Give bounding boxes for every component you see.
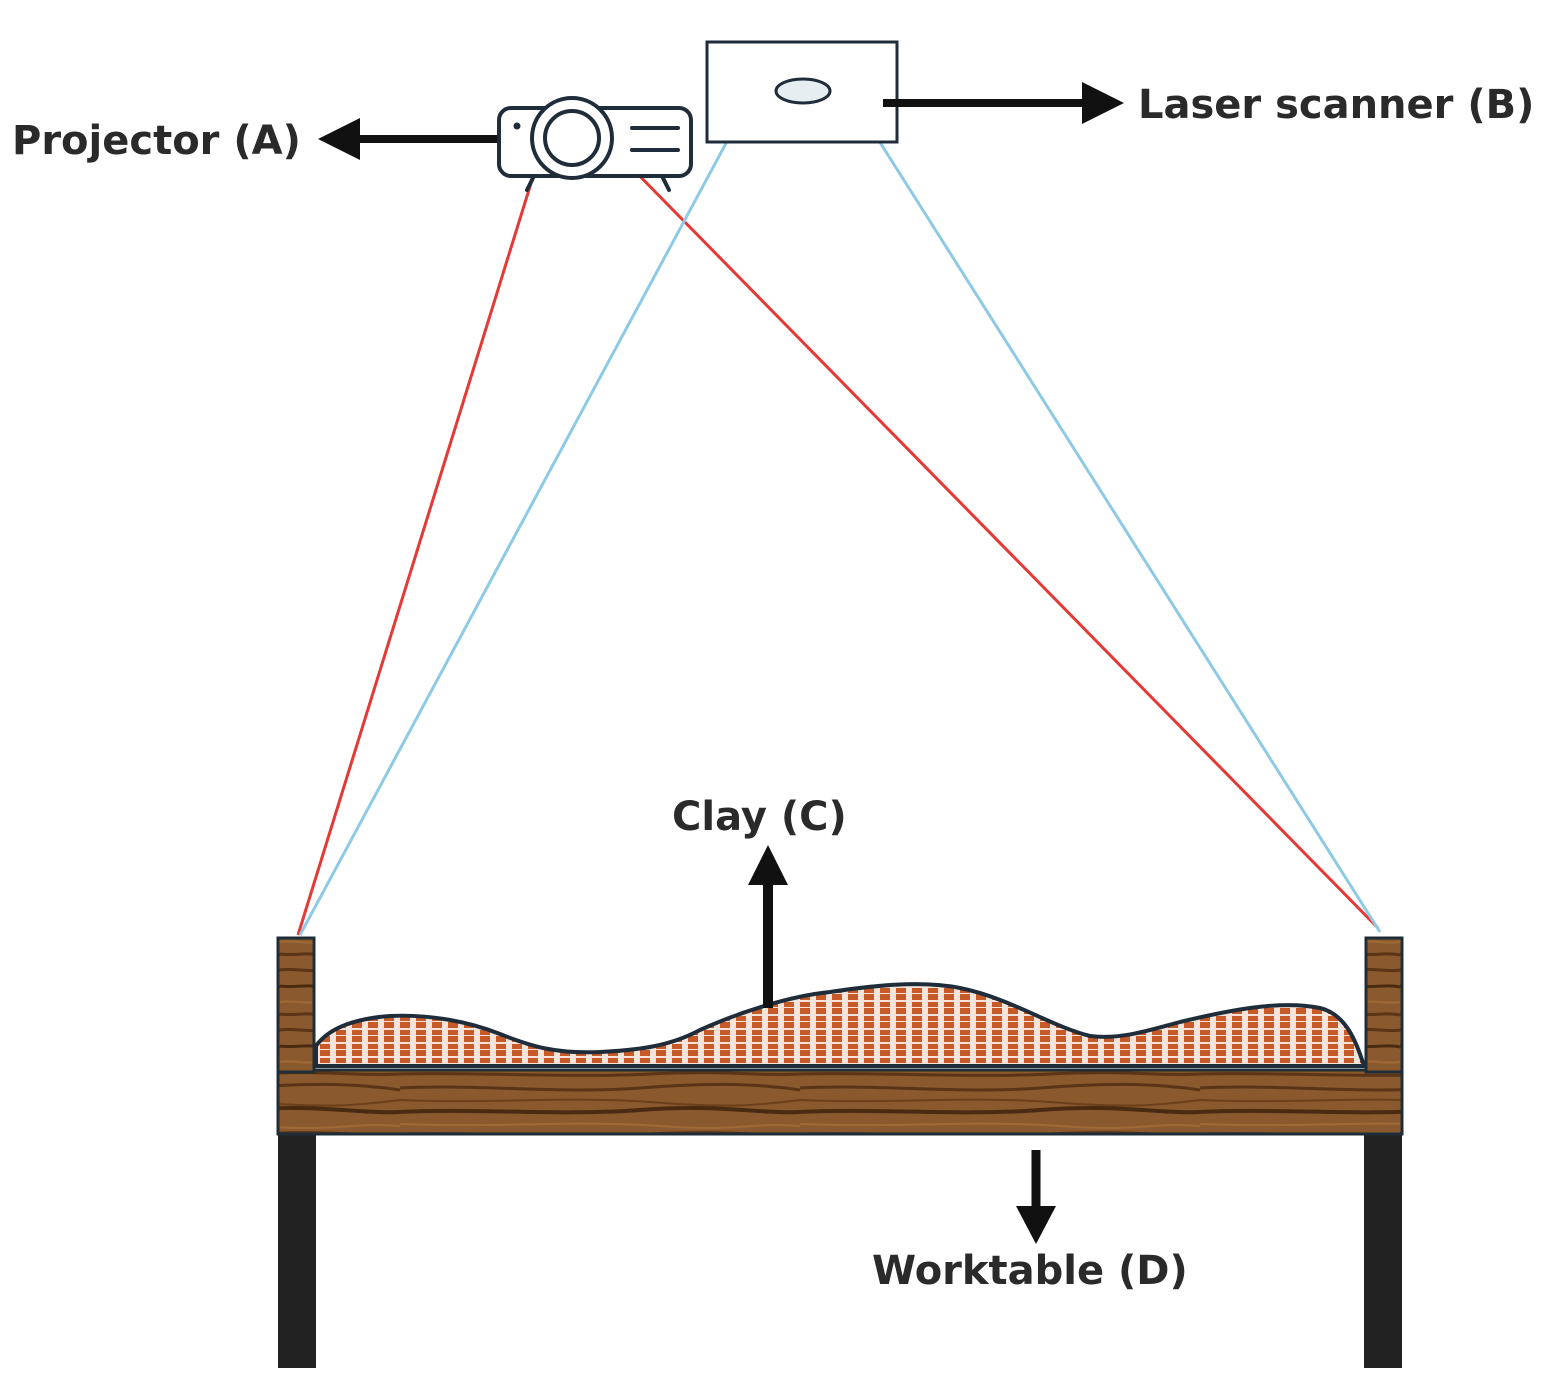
scanner-ray-right bbox=[848, 94, 1382, 933]
clay-arrow bbox=[748, 845, 788, 1008]
projector-label: Projector (A) bbox=[12, 118, 301, 164]
worktable-leg-left bbox=[278, 1132, 316, 1368]
clay-surface bbox=[314, 982, 1366, 1068]
clay-label: Clay (C) bbox=[672, 794, 847, 840]
tray-wall-right bbox=[1364, 936, 1404, 1074]
projector-ray-right bbox=[620, 156, 1380, 930]
laser-scanner-label: Laser scanner (B) bbox=[1138, 82, 1534, 128]
projector-arrow bbox=[318, 118, 497, 160]
scanner-arrow bbox=[883, 82, 1124, 124]
worktable-top bbox=[276, 1068, 1404, 1136]
scanner-ray-left bbox=[298, 94, 754, 936]
projector-icon bbox=[497, 96, 693, 192]
tray-wall-left bbox=[276, 936, 316, 1074]
worktable-leg-right bbox=[1364, 1132, 1402, 1368]
projector-ray-left bbox=[296, 179, 534, 936]
laser-scanner-icon bbox=[705, 40, 899, 144]
worktable-arrow bbox=[1016, 1150, 1056, 1244]
worktable-label: Worktable (D) bbox=[872, 1248, 1188, 1294]
